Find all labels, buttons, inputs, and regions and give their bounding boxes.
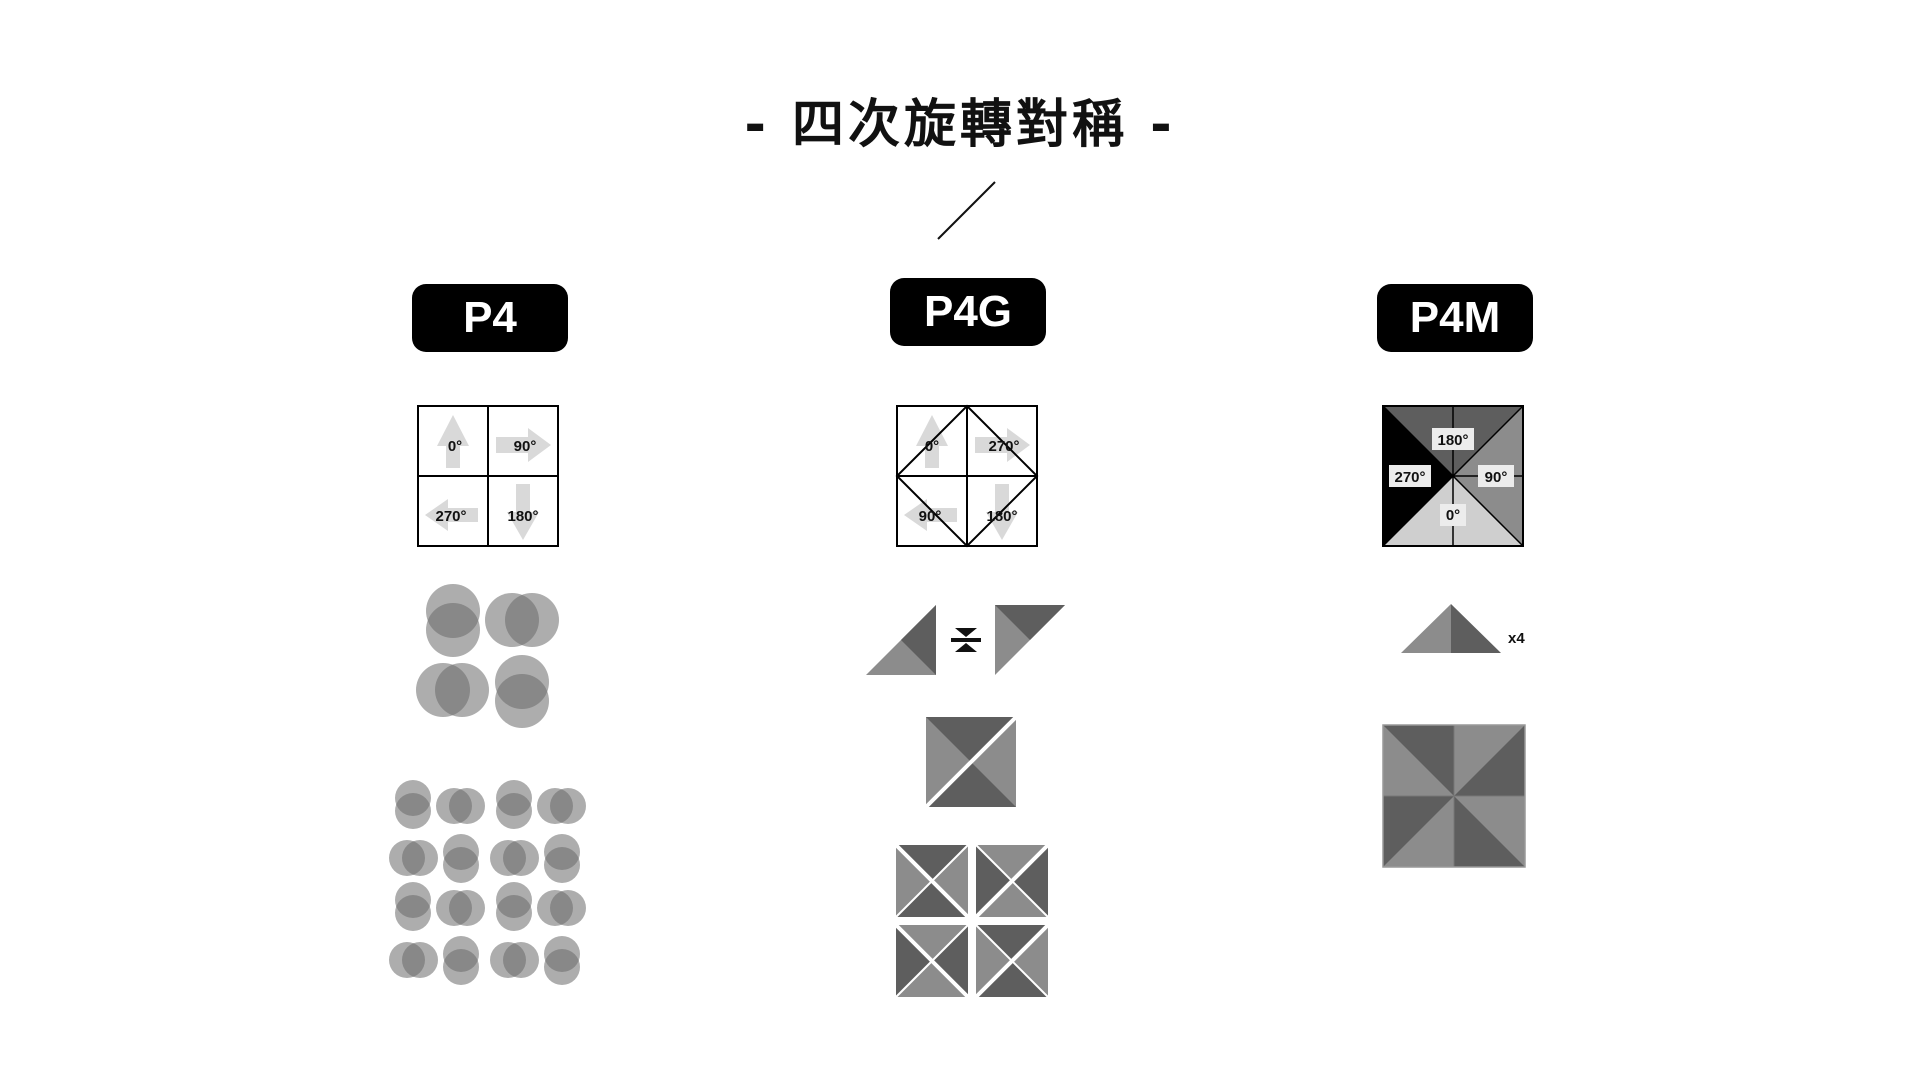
p4-cell-label: 270°	[435, 508, 466, 525]
p4-tiled-pattern	[389, 780, 586, 985]
arrow-left-icon	[904, 499, 957, 531]
arrow-down-icon	[507, 484, 539, 540]
p4m-cell-label: 90°	[1485, 469, 1508, 486]
p4m-badge: P4M	[1377, 284, 1533, 352]
p4m-cell-label: 180°	[1437, 432, 1468, 449]
p4g-badge: P4G	[890, 278, 1046, 346]
p4g-tiled-pattern	[894, 843, 1050, 999]
p4g-cell-label: 0°	[925, 438, 939, 455]
p4-rotation-grid: 0° 90° 270° 180°	[417, 405, 559, 547]
p4m-triangle-motif: x4	[1401, 604, 1525, 653]
glide-reflection-icon	[951, 628, 981, 652]
p4-cell-label: 180°	[507, 508, 538, 525]
p4m-rotation-grid: 180° 270° 90° 0°	[1382, 405, 1524, 547]
p4-cell-label: 0°	[448, 438, 462, 455]
p4m-cell-label: 270°	[1394, 469, 1425, 486]
p4m-cell-label: 0°	[1446, 507, 1460, 524]
p4-badge: P4	[412, 284, 568, 352]
p4-cell-label: 90°	[514, 438, 537, 455]
p4m-pinwheel-tile	[1382, 724, 1526, 868]
p4g-unit-tile	[923, 714, 1019, 810]
arrow-left-icon	[425, 499, 478, 531]
p4g-cell-label: 90°	[919, 508, 942, 525]
arrow-right-icon	[496, 428, 551, 462]
p4g-cell-label: 180°	[986, 508, 1017, 525]
connector-line	[937, 181, 996, 240]
arrow-up-icon	[437, 415, 469, 468]
arrow-right-icon	[975, 428, 1030, 462]
page-title: - 四次旋轉對稱 -	[744, 95, 1176, 155]
p4m-multiplier: x4	[1508, 630, 1525, 647]
p4-circle-motif	[416, 584, 559, 728]
p4g-rotation-grid: 0° 270° 90° 180°	[895, 404, 1039, 548]
p4g-glide-motif	[866, 605, 1065, 675]
p4g-cell-label: 270°	[988, 438, 1019, 455]
